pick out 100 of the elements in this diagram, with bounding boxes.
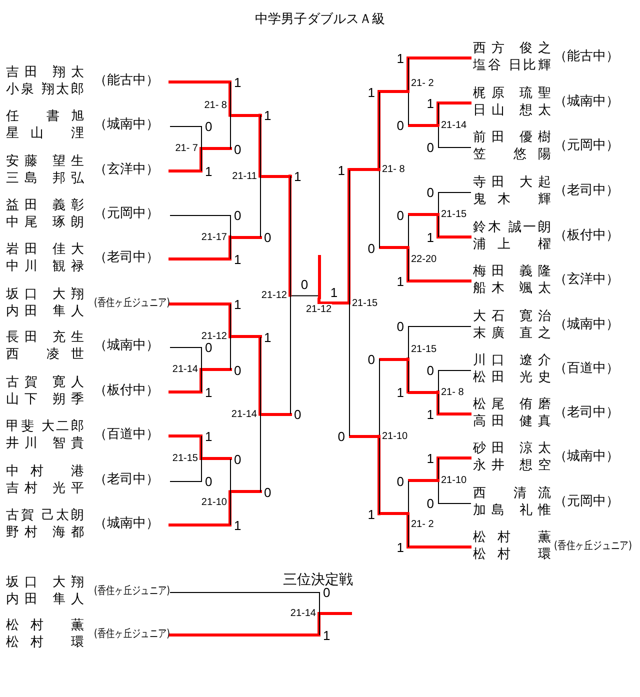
bracket-line (436, 102, 472, 126)
game-result: 0 (205, 120, 212, 134)
school-name: (香住ヶ丘ジュニア) (94, 626, 170, 641)
game-result: 0 (234, 142, 242, 156)
game-result: 0 (234, 209, 242, 223)
bracket-line (406, 358, 410, 394)
game-result: 0 (338, 430, 345, 444)
player-name: 松村 薫 (6, 618, 84, 633)
match-score: 21-14 (441, 120, 467, 130)
game-result: 1 (234, 76, 242, 90)
player-name: 中村 港 (6, 464, 84, 479)
game-result: 1 (426, 452, 434, 466)
player-name: 中尾 琢朗 (6, 215, 84, 230)
game-result: 0 (396, 119, 404, 133)
school-name: （元岡中） (94, 206, 159, 221)
player-name: 安藤 望生 (6, 154, 84, 169)
match-score: 21-10 (382, 430, 408, 442)
school-name: （玄洋中） (554, 272, 619, 287)
game-result: 1 (323, 629, 330, 643)
match-score: 21-15 (441, 209, 467, 220)
player-name: 野村 海都 (6, 525, 84, 540)
school-name: （板付中） (554, 228, 619, 243)
game-result: 1 (426, 408, 434, 422)
bracket-line (288, 174, 292, 297)
player-name: 梶原 琉聖 (473, 86, 551, 101)
game-result: 1 (205, 165, 212, 179)
player-name: 中川 観禄 (6, 259, 84, 274)
match-score: 21- 7 (175, 143, 198, 154)
school-name: （城南中） (94, 117, 159, 132)
game-result: 1 (426, 97, 434, 111)
player-name: 西 清流 (473, 486, 551, 501)
match-score: 21-15 (352, 298, 378, 308)
game-result: 0 (300, 278, 308, 292)
player-name: 任 書旭 (6, 109, 84, 124)
match-score: 21-12 (261, 290, 287, 301)
game-result: 0 (396, 320, 404, 334)
game-result: 1 (205, 386, 212, 400)
game-result: 1 (264, 330, 272, 345)
game-result: 0 (234, 364, 242, 378)
player-name: 吉田 翔太 (6, 65, 84, 80)
player-name: 内田 隼人 (6, 592, 84, 607)
school-name: （城南中） (554, 449, 619, 464)
game-result: 0 (294, 408, 302, 422)
bracket-line (168, 612, 320, 636)
game-result: 1 (396, 541, 404, 555)
bracket-line (436, 456, 472, 482)
bracket-line (168, 80, 232, 117)
player-name: 塩谷 日比輝 (473, 58, 551, 73)
game-result: 0 (205, 341, 212, 355)
section-heading: 三位決定戦 (283, 571, 353, 588)
player-name: 古賀 己太朗 (6, 508, 84, 523)
game-result: 1 (234, 519, 242, 533)
game-result: 1 (396, 52, 404, 66)
player-name: 末廣 直之 (473, 326, 551, 341)
bracket-line (290, 176, 291, 414)
bracket-line (318, 298, 350, 304)
school-name: （老司中） (554, 183, 619, 198)
bracket-line (258, 335, 262, 416)
player-name: 加島 礼惟 (473, 503, 551, 518)
game-result: 0 (323, 586, 330, 600)
school-name: （城南中） (94, 338, 159, 353)
player-name: 鬼木 輝 (473, 192, 551, 207)
match-score: 21-10 (441, 475, 467, 486)
game-result: 0 (426, 364, 434, 378)
player-name: 松田 光史 (473, 370, 551, 385)
player-name: 西方 俊之 (473, 41, 551, 56)
game-result: 1 (234, 298, 242, 312)
school-name: （板付中） (94, 383, 159, 398)
player-name: 砂田 涼太 (473, 441, 551, 456)
school-name: （老司中） (94, 250, 159, 265)
bracket-line (168, 368, 202, 394)
player-name: 小泉 翔太郎 (6, 82, 84, 97)
game-result: 0 (264, 486, 272, 500)
bracket-line (168, 490, 232, 526)
player-name: 内田 隼人 (6, 304, 84, 319)
bracket-line (436, 390, 472, 416)
game-result: 1 (396, 275, 404, 289)
game-result: 1 (338, 164, 345, 178)
game-result: 0 (368, 242, 375, 256)
school-name: （城南中） (94, 516, 159, 531)
player-name: 川口 遼介 (473, 353, 551, 368)
player-name: 松尾 侑磨 (473, 397, 551, 412)
school-name: (香住ヶ丘ジュニア) (554, 538, 632, 553)
school-name: （城南中） (554, 317, 619, 332)
player-name: 松村 薫 (473, 530, 551, 545)
game-result: 1 (205, 430, 212, 444)
player-name: 三島 邦弘 (6, 171, 84, 186)
player-name: 船木 颯太 (473, 281, 551, 296)
player-name: 松村 環 (473, 547, 551, 562)
player-name: 岩田 佳大 (6, 242, 84, 257)
school-name: （能古中） (94, 73, 159, 88)
school-name: （百道中） (554, 361, 619, 376)
game-result: 1 (234, 253, 242, 267)
player-name: 梅田 義隆 (473, 264, 551, 279)
player-name: 益田 義彰 (6, 198, 84, 213)
bracket-line (406, 56, 472, 93)
player-name: 浦上 櫂 (473, 237, 551, 252)
game-result: 1 (368, 508, 375, 522)
school-name: (香住ヶ丘ジュニア) (94, 583, 170, 598)
match-score: 21-10 (201, 497, 227, 508)
